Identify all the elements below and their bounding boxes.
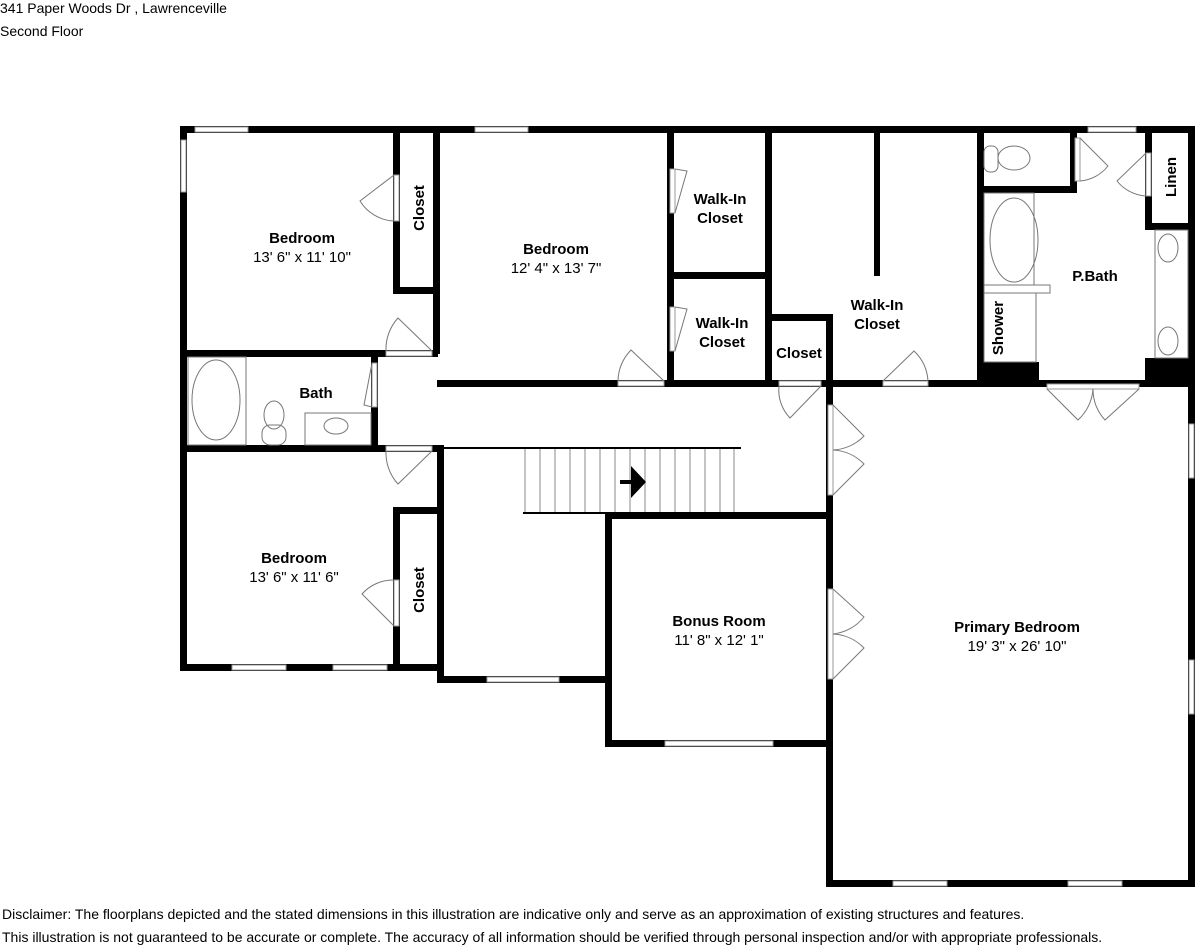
windows	[180, 126, 1195, 887]
address-label: 341 Paper Woods Dr , Lawrenceville	[0, 0, 227, 16]
linen-label: Linen	[1163, 157, 1180, 197]
walk-in-closet-3-line1: Walk-In	[851, 297, 904, 314]
disclaimer-line-2: This illustration is not guaranteed to b…	[2, 929, 1103, 945]
p-bath-label: P.Bath	[1072, 268, 1118, 285]
sink-icon	[1157, 326, 1179, 356]
room-bedroom-1-name: Bedroom	[269, 230, 335, 247]
primary-bedroom-dimensions: 19' 3" x 26' 10"	[968, 638, 1067, 655]
walk-in-closet-2-line1: Walk-In	[696, 315, 749, 332]
bonus-room-name: Bonus Room	[672, 613, 765, 630]
sink-icon	[323, 417, 349, 435]
primary-bedroom-name: Primary Bedroom	[954, 619, 1080, 636]
stair-direction-arrow-icon	[620, 466, 646, 498]
walk-in-closet-1-line1: Walk-In	[694, 191, 747, 208]
walk-in-closet-3-line2: Closet	[854, 316, 900, 333]
room-bedroom-1-dimensions: 13' 6" x 11' 10"	[253, 249, 351, 266]
fixtures	[187, 145, 1189, 446]
room-labels: Bedroom 13' 6" x 11' 10" Bedroom 12' 4" …	[249, 157, 1180, 655]
room-bedroom-3-name: Bedroom	[261, 550, 327, 567]
room-bedroom-3-dimensions: 13' 6" x 11' 6"	[249, 569, 339, 586]
toilet-icon	[261, 400, 287, 446]
closet-1-label: Closet	[411, 185, 428, 231]
bonus-room-dimensions: 11' 8" x 12' 1"	[674, 632, 764, 649]
walk-in-closet-1-line2: Closet	[697, 210, 743, 227]
room-bedroom-2-name: Bedroom	[523, 241, 589, 258]
bathtub-icon	[989, 197, 1039, 283]
bathtub-icon	[191, 359, 241, 441]
closet-small-label: Closet	[776, 345, 822, 362]
shower-label: Shower	[990, 301, 1007, 355]
staircase	[440, 447, 741, 514]
toilet-icon	[983, 145, 1031, 173]
closet-3-label: Closet	[411, 567, 428, 613]
doors	[359, 137, 1152, 680]
floor-label: Second Floor	[0, 23, 84, 39]
bath-label: Bath	[299, 385, 332, 402]
sink-icon	[1157, 233, 1179, 263]
room-bedroom-2-dimensions: 12' 4" x 13' 7"	[511, 260, 602, 277]
disclaimer-line-1: Disclaimer: The floorplans depicted and …	[2, 906, 1025, 922]
walk-in-closet-2-line2: Closet	[699, 334, 745, 351]
